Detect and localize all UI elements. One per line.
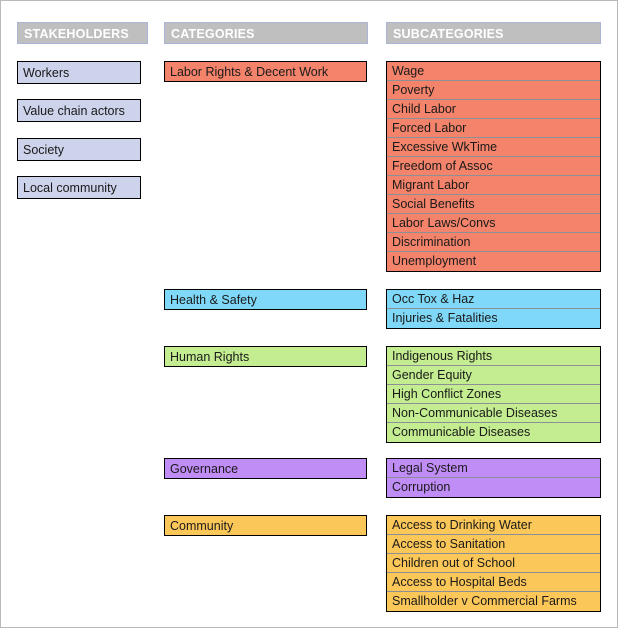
subcategory-row[interactable]: High Conflict Zones bbox=[387, 385, 600, 404]
subcategory-row[interactable]: Child Labor bbox=[387, 100, 600, 119]
subcategory-row[interactable]: Unemployment bbox=[392, 254, 477, 268]
subcategory-row[interactable]: Corruption bbox=[392, 480, 451, 494]
column-header-categories: CATEGORIES bbox=[164, 22, 368, 44]
subcategory-row[interactable]: Labor Laws/Convs bbox=[387, 214, 600, 233]
subcategory-row[interactable]: Legal System bbox=[387, 459, 600, 478]
subcategory-row[interactable]: Gender Equity bbox=[387, 366, 600, 385]
category-box-health-safety[interactable]: Health & Safety bbox=[164, 289, 367, 310]
subcategory-row[interactable]: Non-Communicable Diseases bbox=[387, 404, 600, 423]
subcategory-row[interactable]: Indigenous Rights bbox=[387, 347, 600, 366]
subcategory-row[interactable]: Access to Sanitation bbox=[387, 535, 600, 554]
column-header-stakeholders: STAKEHOLDERS bbox=[17, 22, 148, 44]
subcategory-row[interactable]: Communicable Diseases bbox=[392, 425, 531, 439]
category-box-human-rights[interactable]: Human Rights bbox=[164, 346, 367, 367]
subcategory-row[interactable]: Access to Hospital Beds bbox=[387, 573, 600, 592]
subcategory-row[interactable]: Migrant Labor bbox=[387, 176, 600, 195]
stakeholder-box[interactable]: Value chain actors bbox=[17, 99, 141, 122]
subcategory-row[interactable]: Excessive WkTime bbox=[387, 138, 600, 157]
column-header-subcategories: SUBCATEGORIES bbox=[386, 22, 601, 44]
stakeholder-box[interactable]: Society bbox=[17, 138, 141, 161]
subcategory-row[interactable]: Children out of School bbox=[387, 554, 600, 573]
subcategory-row[interactable]: Freedom of Assoc bbox=[387, 157, 600, 176]
stakeholder-box[interactable]: Local community bbox=[17, 176, 141, 199]
subcategory-row[interactable]: Discrimination bbox=[387, 233, 600, 252]
subcategory-row[interactable]: Poverty bbox=[387, 81, 600, 100]
subcategory-row[interactable]: Smallholder v Commercial Farms bbox=[392, 594, 577, 608]
subcategory-row[interactable]: Social Benefits bbox=[387, 195, 600, 214]
subcategory-row[interactable]: Wage bbox=[387, 62, 600, 81]
subcategory-row[interactable]: Occ Tox & Haz bbox=[387, 290, 600, 309]
stakeholder-box[interactable]: Workers bbox=[17, 61, 141, 84]
category-box-community[interactable]: Community bbox=[164, 515, 367, 536]
subcategory-row[interactable]: Injuries & Fatalities bbox=[392, 311, 498, 325]
subcategory-row[interactable]: Forced Labor bbox=[387, 119, 600, 138]
category-box-labor-rights-decent-work[interactable]: Labor Rights & Decent Work bbox=[164, 61, 367, 82]
category-box-governance[interactable]: Governance bbox=[164, 458, 367, 479]
subcategory-row[interactable]: Access to Drinking Water bbox=[387, 516, 600, 535]
